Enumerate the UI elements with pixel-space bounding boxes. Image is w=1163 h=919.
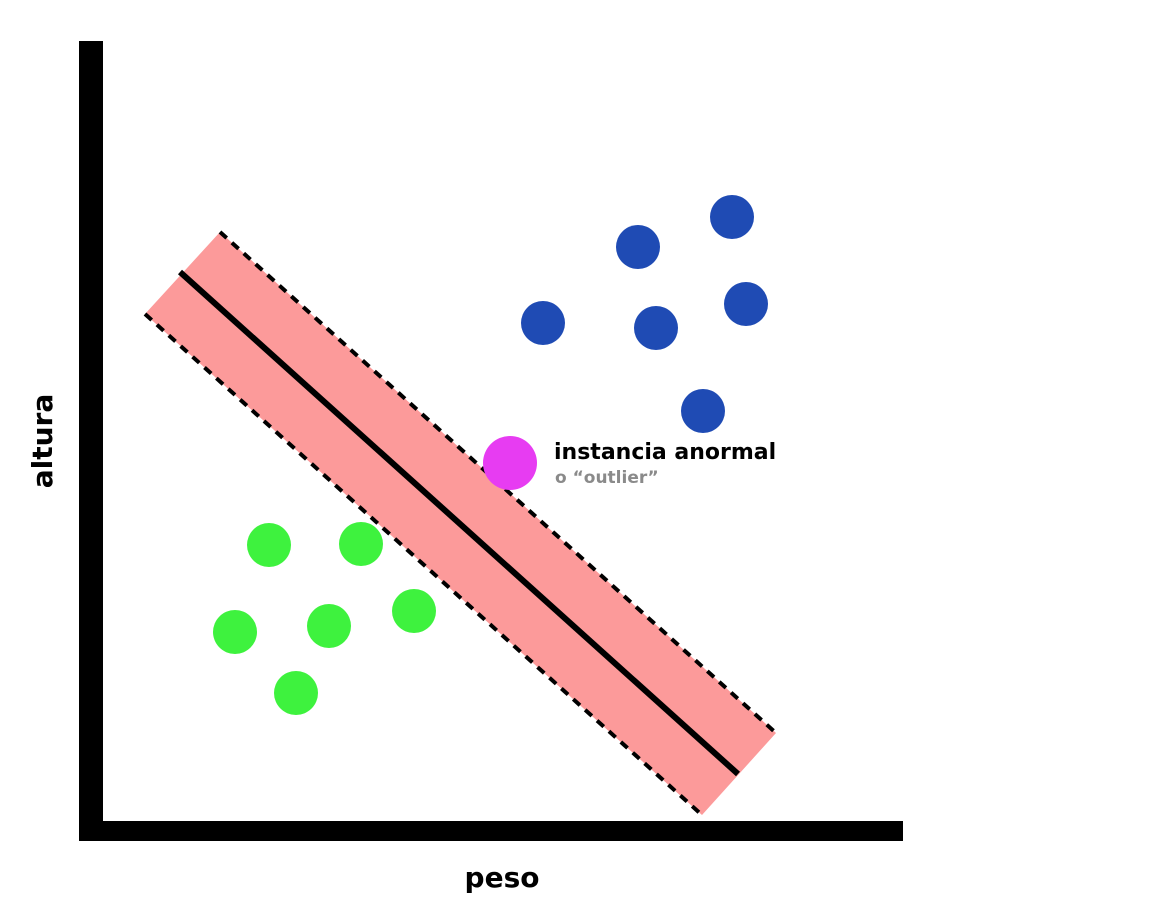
outlier-point xyxy=(483,436,537,490)
decision-boundary xyxy=(177,269,741,777)
x-axis-label: peso xyxy=(465,861,540,894)
class-a-point xyxy=(634,306,678,350)
x-axis xyxy=(79,821,903,841)
class-a-point xyxy=(681,389,725,433)
class-a-point xyxy=(724,282,768,326)
class-b-point xyxy=(213,610,257,654)
y-axis xyxy=(79,41,103,841)
outlier-label: instancia anormal xyxy=(554,440,776,465)
class-b-point xyxy=(307,604,351,648)
class-a-points xyxy=(521,195,768,433)
margin-lower-edge xyxy=(143,312,704,817)
class-b-point xyxy=(339,522,383,566)
class-b-point xyxy=(274,671,318,715)
class-a-point xyxy=(521,301,565,345)
class-b-point xyxy=(247,523,291,567)
class-a-point xyxy=(710,195,754,239)
y-axis-label: altura xyxy=(26,394,59,489)
outlier-sublabel: o “outlier” xyxy=(555,468,659,488)
class-b-points xyxy=(213,522,436,715)
class-a-point xyxy=(616,225,660,269)
class-b-point xyxy=(392,589,436,633)
